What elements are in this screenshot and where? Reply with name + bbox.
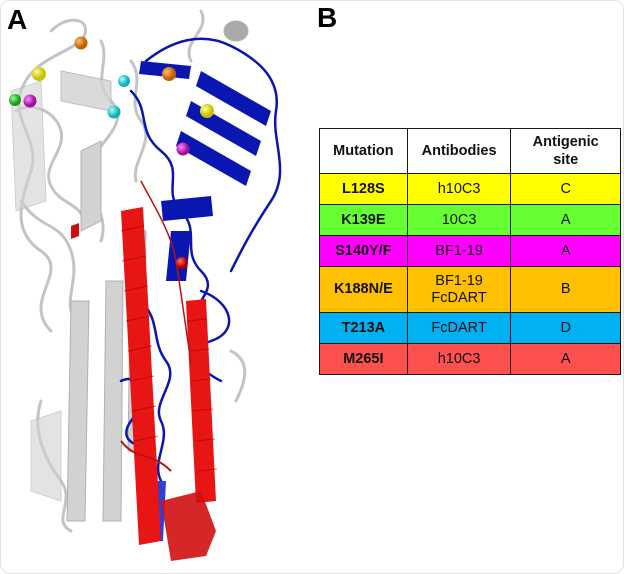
sphere-k188ne-2 <box>162 67 176 81</box>
cell-antibodies: h10C3 <box>406 173 512 205</box>
sphere-k139e <box>9 94 21 106</box>
header-antibodies: Antibodies <box>406 128 512 174</box>
protein-structure-illustration <box>9 9 282 561</box>
cell-site: B <box>510 266 621 313</box>
cell-mutation: M265I <box>319 343 408 375</box>
cell-mutation: K188N/E <box>319 266 408 313</box>
cell-mutation: T213A <box>319 312 408 344</box>
panel-label-b: B <box>317 2 338 33</box>
panel-label-a: A <box>7 4 28 35</box>
sphere-s140yf-2 <box>176 142 190 156</box>
mutation-spheres <box>9 36 214 269</box>
cell-mutation: L128S <box>319 173 408 205</box>
table-row: L128S h10C3 C <box>319 173 621 205</box>
cell-antibodies: h10C3 <box>406 343 512 375</box>
sphere-l128s <box>32 67 46 81</box>
grey-helices <box>10 20 249 522</box>
cell-site: A <box>510 235 621 267</box>
sphere-t213a <box>118 75 130 87</box>
cell-mutation: S140Y/F <box>319 235 408 267</box>
cell-site: D <box>510 312 621 344</box>
cell-mutation: K139E <box>319 204 408 236</box>
sphere-m265i <box>176 257 188 269</box>
cell-site: A <box>510 204 621 236</box>
cell-antibodies: BF1-19 <box>406 235 512 267</box>
table-row: M265I h10C3 A <box>319 343 621 375</box>
sphere-k188ne <box>74 36 88 50</box>
cell-antibodies: 10C3 <box>406 204 512 236</box>
table-row: S140Y/F BF1-19 A <box>319 235 621 267</box>
sphere-t213a-2 <box>107 105 121 119</box>
ha2-domain <box>71 180 218 561</box>
table-row: K139E 10C3 A <box>319 204 621 236</box>
sphere-s140yf <box>23 94 37 108</box>
cell-antibodies: FcDART <box>406 312 512 344</box>
cell-site: A <box>510 343 621 375</box>
cell-site: C <box>510 173 621 205</box>
sphere-l128s-2 <box>200 104 214 118</box>
header-mutation: Mutation <box>319 128 408 174</box>
table-row: T213A FcDART D <box>319 312 621 344</box>
